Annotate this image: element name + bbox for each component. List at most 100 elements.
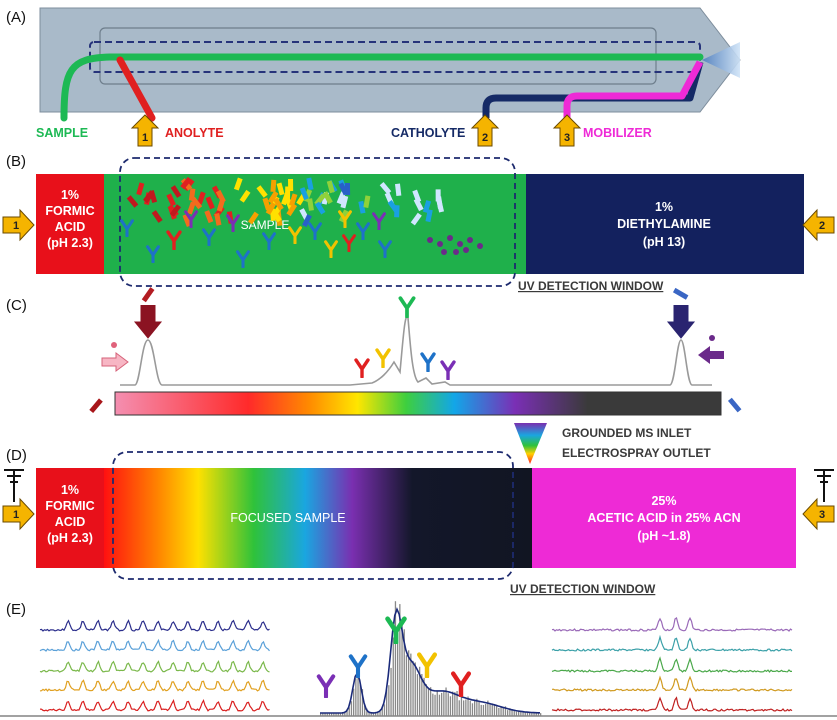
- spectrum-bar: [403, 629, 405, 716]
- peptide-fragment: [216, 198, 226, 212]
- spectrum-bar: [377, 712, 379, 716]
- svg-text:ACID: ACID: [55, 515, 86, 529]
- purple-dots: [427, 235, 483, 255]
- spectrum-bar: [350, 701, 353, 716]
- peptide-fragment: [387, 200, 399, 213]
- marker-left-bar: [89, 398, 103, 414]
- peptide-fragment: [239, 189, 251, 203]
- spectrum-bar: [366, 708, 368, 716]
- spectrum-bar: [491, 703, 493, 716]
- spectrum-bar: [502, 707, 504, 716]
- svg-text:(pH 2.3): (pH 2.3): [47, 531, 93, 545]
- spectrum-bar: [482, 705, 485, 716]
- ph-gradient-bar: [114, 391, 722, 416]
- svg-text:FORMIC: FORMIC: [45, 204, 94, 218]
- spectrum-bar: [346, 710, 348, 716]
- sample-zone: [104, 174, 526, 274]
- side-arrow-left-b: 1: [2, 208, 35, 242]
- peptide-fragment: [271, 209, 282, 223]
- svg-text:(pH ~1.8): (pH ~1.8): [637, 529, 690, 543]
- spectrum-bar: [500, 706, 502, 716]
- peptide-fragment: [412, 189, 422, 203]
- spectrum-bar: [375, 712, 377, 716]
- peptide-fragment: [180, 176, 192, 190]
- svg-text:25%: 25%: [651, 494, 676, 508]
- spectrum-bar: [449, 696, 452, 716]
- marker-right-bar: [727, 397, 742, 413]
- spectrum-bar: [471, 703, 474, 716]
- spectrum-bar: [357, 672, 359, 716]
- svg-text:1: 1: [13, 509, 19, 521]
- spectrum-bar: [436, 691, 438, 716]
- stacked-trace: [39, 659, 270, 673]
- catholyte-channel: [482, 61, 704, 118]
- spectrum-bar: [388, 685, 390, 716]
- spectrum-bar: [529, 712, 531, 716]
- spectrum-bar: [487, 700, 489, 716]
- peptide-fragment: [126, 195, 139, 208]
- uv-window-label-b: UV DETECTION WINDOW: [518, 279, 664, 293]
- spectrum-bar: [540, 713, 542, 716]
- spectrum-bar: [353, 688, 355, 716]
- spectrum-bar: [522, 711, 524, 716]
- spectrum-bar: [368, 712, 370, 716]
- spectrum-bar: [324, 713, 326, 716]
- purple-pointer-arrow: [698, 335, 724, 364]
- spectrum-bar: [526, 712, 529, 716]
- panel-label-e: (E): [6, 601, 26, 618]
- spectrum-bar: [489, 703, 491, 716]
- peptide-fragment: [187, 201, 196, 215]
- mobilization-arrow-right: [666, 305, 696, 339]
- pink-pointer-arrow: [101, 342, 129, 372]
- panel-label-d: (D): [6, 447, 27, 464]
- svg-text:1: 1: [142, 132, 148, 144]
- spectrum-bar: [405, 655, 408, 716]
- electrospray-label: ELECTROSPRAY OUTLET: [562, 446, 711, 460]
- spectrum-bar: [335, 713, 337, 716]
- spectrum-bar: [397, 631, 399, 716]
- peptide-fragment: [340, 195, 349, 209]
- spectrum-bar: [355, 678, 357, 716]
- peptide-fragment: [270, 179, 277, 193]
- spectrum-bar: [518, 710, 520, 716]
- mobilizer-label: MOBILIZER: [583, 126, 652, 140]
- spectrum-bar: [421, 674, 423, 716]
- spectrum-bar: [438, 694, 441, 716]
- anolyte-label: ANOLYTE: [165, 126, 224, 140]
- side-arrow-left-d: 1: [2, 497, 35, 531]
- spectrum-bar: [348, 707, 350, 716]
- peptide-fragment: [314, 201, 326, 215]
- svg-text:(pH 13): (pH 13): [643, 235, 685, 249]
- spectrum-bar: [533, 712, 535, 716]
- spectrum-bar: [414, 662, 416, 716]
- spectrum-bar: [344, 712, 346, 716]
- spectrum-bar: [401, 623, 403, 716]
- spectrum-bar: [537, 713, 540, 716]
- spectrum-bar: [427, 688, 430, 716]
- panel-label-c: (C): [6, 297, 27, 314]
- peptide-fragment: [379, 181, 392, 195]
- spectrum-bar: [469, 700, 471, 716]
- peptide-fragment: [166, 193, 176, 207]
- stacked-trace: [39, 638, 270, 652]
- anolyte-zone-d: [36, 468, 104, 568]
- spectrum-bar: [465, 699, 467, 716]
- svg-text:2: 2: [482, 132, 488, 144]
- peptide-fragment: [197, 191, 206, 205]
- spectrum-bar: [443, 691, 445, 716]
- catholyte-zone: [526, 174, 804, 274]
- svg-text:FORMIC: FORMIC: [45, 499, 94, 513]
- port-arrow-2: 2: [470, 114, 500, 147]
- uv-window-label-d: UV DETECTION WINDOW: [510, 582, 656, 596]
- peptide-fragment: [338, 182, 349, 196]
- marker-top-right: [672, 287, 689, 300]
- spectrum-bar: [445, 687, 447, 716]
- spectrum-bar: [454, 692, 456, 716]
- anolyte-zone: [36, 174, 104, 274]
- peptide-fragment: [436, 199, 445, 213]
- spectrum-bar: [485, 704, 487, 716]
- spectrum-bar: [452, 691, 454, 716]
- peptide-fragment: [276, 182, 285, 196]
- svg-text:3: 3: [819, 509, 825, 521]
- spectrum-bar: [460, 694, 463, 716]
